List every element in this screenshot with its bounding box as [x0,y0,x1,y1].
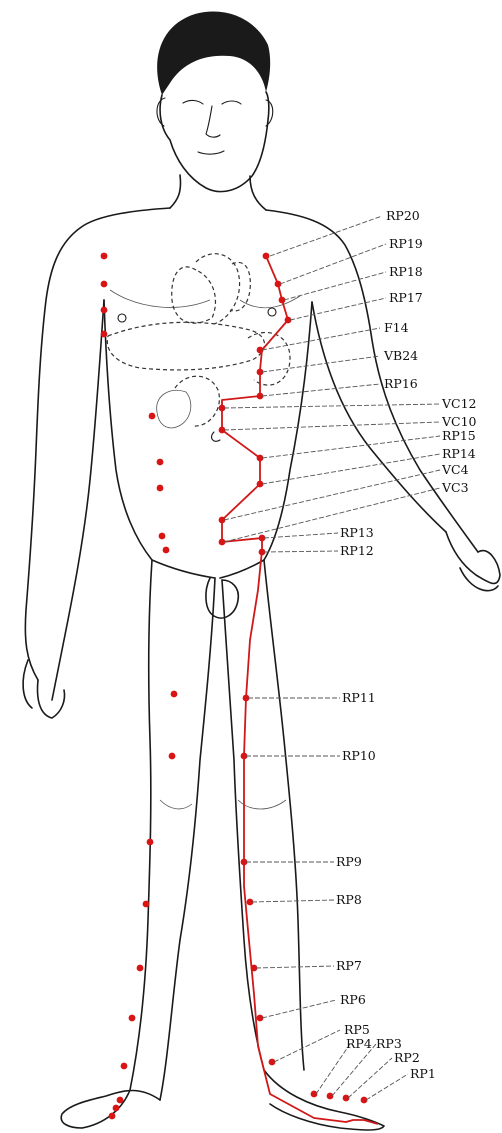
label-rp20: RP20 [386,208,420,223]
right-nipple [268,308,276,316]
label-rp8: RP8 [336,892,362,907]
mirror-point [101,331,108,338]
mirror-point [159,533,166,540]
right-hand [446,532,500,591]
left-shoulder-arm [25,208,170,680]
right-leg-inner [222,580,264,1070]
label-rp18: RP18 [389,264,423,279]
mirror-point [157,485,164,492]
mirror-point [101,281,108,288]
navel [212,432,220,441]
label-rp19: RP19 [389,236,423,251]
lung-left [172,267,216,323]
mirror-point [117,1097,124,1104]
label-rp7: RP7 [336,958,362,973]
label-f14: F14 [384,320,409,335]
liver [107,322,264,370]
label-rp3: RP3 [376,1036,402,1051]
duodenum [175,376,219,426]
mirror-point [149,413,156,420]
label-rp13: RP13 [340,525,374,540]
label-rp6: RP6 [340,992,366,1007]
groin-line [152,560,264,578]
pancreas [157,390,191,428]
label-vb24: VB24 [383,348,418,363]
mirror-point [143,901,150,908]
mirror-points [101,253,178,1120]
label-rp17: RP17 [389,290,423,305]
label-rp5: RP5 [344,1022,370,1037]
meridian-points [219,253,368,1104]
pectoral-lines [110,290,300,308]
nose [206,106,220,137]
right-shoulder-arm [266,210,478,552]
label-rp4: RP4 [346,1036,372,1051]
mirror-point [129,1015,136,1022]
mirror-point [137,965,144,972]
mirror-point [113,1105,120,1112]
mirror-point [147,839,154,846]
point-labels: RP20 RP19 RP18 RP17 F14 VB24 RP16 VC12 V… [336,208,477,1081]
point-rp20 [263,253,270,260]
mirror-point [101,253,108,260]
label-rp9: RP9 [336,854,362,869]
head-outline [160,92,269,192]
label-rp10: RP10 [342,748,376,763]
mouth [198,151,224,154]
knee-shading [160,800,286,809]
mirror-point [109,1113,116,1120]
mirror-point [169,753,176,760]
label-vc12: VC12 [441,396,477,411]
mirror-point [171,691,178,698]
label-rp12: RP12 [340,543,374,558]
left-nipple [118,314,126,322]
torso-left [104,300,152,560]
mirror-point [121,1063,128,1070]
eyes [183,100,241,104]
mirror-point [163,547,170,554]
label-rp16: RP16 [384,376,418,391]
neck [170,175,266,210]
label-vc3: VC3 [441,480,469,495]
mirror-point [157,459,164,466]
label-rp11: RP11 [342,690,376,705]
label-vc10: VC10 [441,414,477,429]
label-vc4: VC4 [441,462,469,477]
left-leg-inner [160,578,215,1100]
left-leg-outer [82,560,152,1128]
label-rp15: RP15 [442,428,476,443]
hair [157,12,270,95]
label-rp2: RP2 [394,1050,420,1065]
label-rp14: RP14 [442,446,476,461]
heart [196,254,240,324]
left-inner-arm [52,300,104,700]
label-rp1: RP1 [410,1066,436,1081]
left-foot [61,1091,160,1129]
right-leg-outer [264,560,304,1070]
mirror-point [101,307,108,314]
